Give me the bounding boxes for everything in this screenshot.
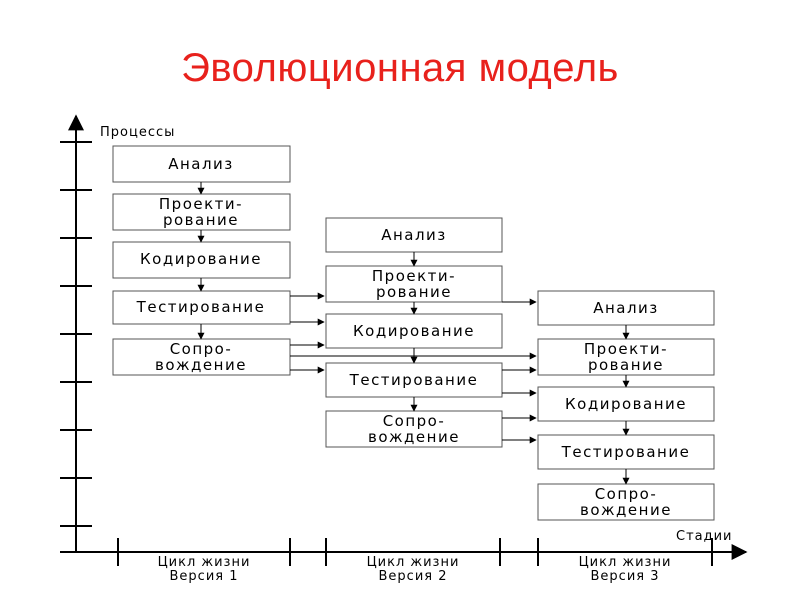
v3-testing-label: Тестирование [561,443,691,461]
version-2-column: Анализ Проекти- рование Кодирование Тест… [325,217,503,448]
v3-maintenance-label-line2: вождение [580,501,672,519]
v2-design-label-line1: Проекти- [372,267,456,285]
v3-analysis-label: Анализ [593,299,659,317]
version-1-column: Анализ Проекти- рование Кодирование Тест… [112,145,291,376]
v1-analysis-box [112,145,291,183]
v2-design-label-line2: рование [376,283,452,301]
v3-design-label-line2: рование [588,356,664,374]
version-1-label-line2: Версия 1 [170,569,239,584]
version-2-label-line2: Версия 2 [379,569,448,584]
v2-coding-label: Кодирование [353,322,475,340]
v3-design-label-line1: Проекти- [584,340,668,358]
v3-design-box [537,338,715,376]
v1-to-v2-arrows [290,292,325,374]
v2-design-box [325,265,503,303]
v1-coding-box [112,241,291,279]
v2-testing-box [325,362,503,398]
v1-maintenance-box [112,338,291,376]
v2-maintenance-label-line2: вождение [368,428,460,446]
v2-analysis-label: Анализ [381,226,447,244]
y-ticks [60,141,92,527]
v2-coding-box [325,313,503,349]
page-title: Эволюционная модель [181,46,619,90]
version-3-label-line1: Цикл жизни [579,555,672,570]
v3-testing-box [537,434,715,470]
v3-coding-label: Кодирование [565,395,687,413]
v3-maintenance-box [537,483,715,521]
v1-coding-label: Кодирование [140,250,262,268]
version-1-label-line1: Цикл жизни [158,555,251,570]
v2-to-v3-arrows [502,298,537,444]
v3-analysis-box [537,290,715,326]
version-3-column: Анализ Проекти- рование Кодирование Тест… [537,290,715,521]
v2-analysis-box [325,217,503,253]
v3-maintenance-label-line1: Сопро- [595,485,658,503]
v2-maintenance-label-line1: Сопро- [383,412,446,430]
v2-maintenance-box [325,410,503,448]
v1-testing-label: Тестирование [136,298,266,316]
v1-analysis-label: Анализ [168,155,234,173]
v1-maintenance-label-line2: вождение [155,356,247,374]
v3-coding-box [537,386,715,422]
v1-design-box [112,193,291,231]
v1-design-label-line1: Проекти- [159,195,243,213]
y-axis-label: Процессы [100,125,175,140]
version-3-label-line2: Версия 3 [591,569,660,584]
v2-testing-label: Тестирование [349,371,479,389]
v1-maintenance-label-line1: Сопро- [170,340,233,358]
x-axis-label: Стадии [676,529,733,544]
v1-design-label-line2: рование [163,211,239,229]
x-ticks [117,538,713,566]
version-2-label-line1: Цикл жизни [367,555,460,570]
